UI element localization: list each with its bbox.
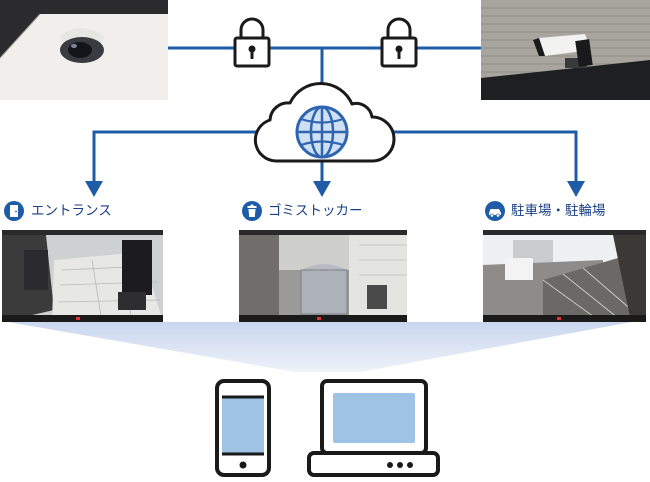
- camera-feed-parking: [483, 230, 646, 322]
- car-icon: [485, 201, 505, 221]
- cloud-to-parking-line: [386, 130, 578, 183]
- location-label-entrance: エントランス: [31, 203, 112, 219]
- bullet-camera-icon: [481, 0, 650, 100]
- lock-icon: [380, 17, 418, 68]
- cloud-to-entrance-line: [92, 130, 258, 183]
- door-icon: [4, 201, 24, 221]
- dome-camera-icon: [0, 0, 168, 100]
- arrow-down-icon: [85, 181, 103, 197]
- lock-icon: [233, 17, 271, 68]
- laptop-icon: [307, 379, 440, 477]
- location-label-parking: 駐車場・駐輪場: [511, 203, 606, 219]
- location-label-trash: ゴミストッカー: [268, 203, 363, 219]
- bullet-camera-photo: [481, 0, 650, 100]
- view-funnel: [8, 322, 632, 372]
- smartphone-icon: [215, 379, 271, 477]
- camera-feed-trash: [239, 230, 407, 322]
- arrow-down-icon: [567, 181, 585, 197]
- globe-icon: [295, 105, 349, 159]
- dome-camera-photo: [0, 0, 168, 100]
- trash-icon: [242, 201, 262, 221]
- arrow-down-icon: [313, 181, 331, 197]
- camera-feed-entrance: [2, 230, 163, 322]
